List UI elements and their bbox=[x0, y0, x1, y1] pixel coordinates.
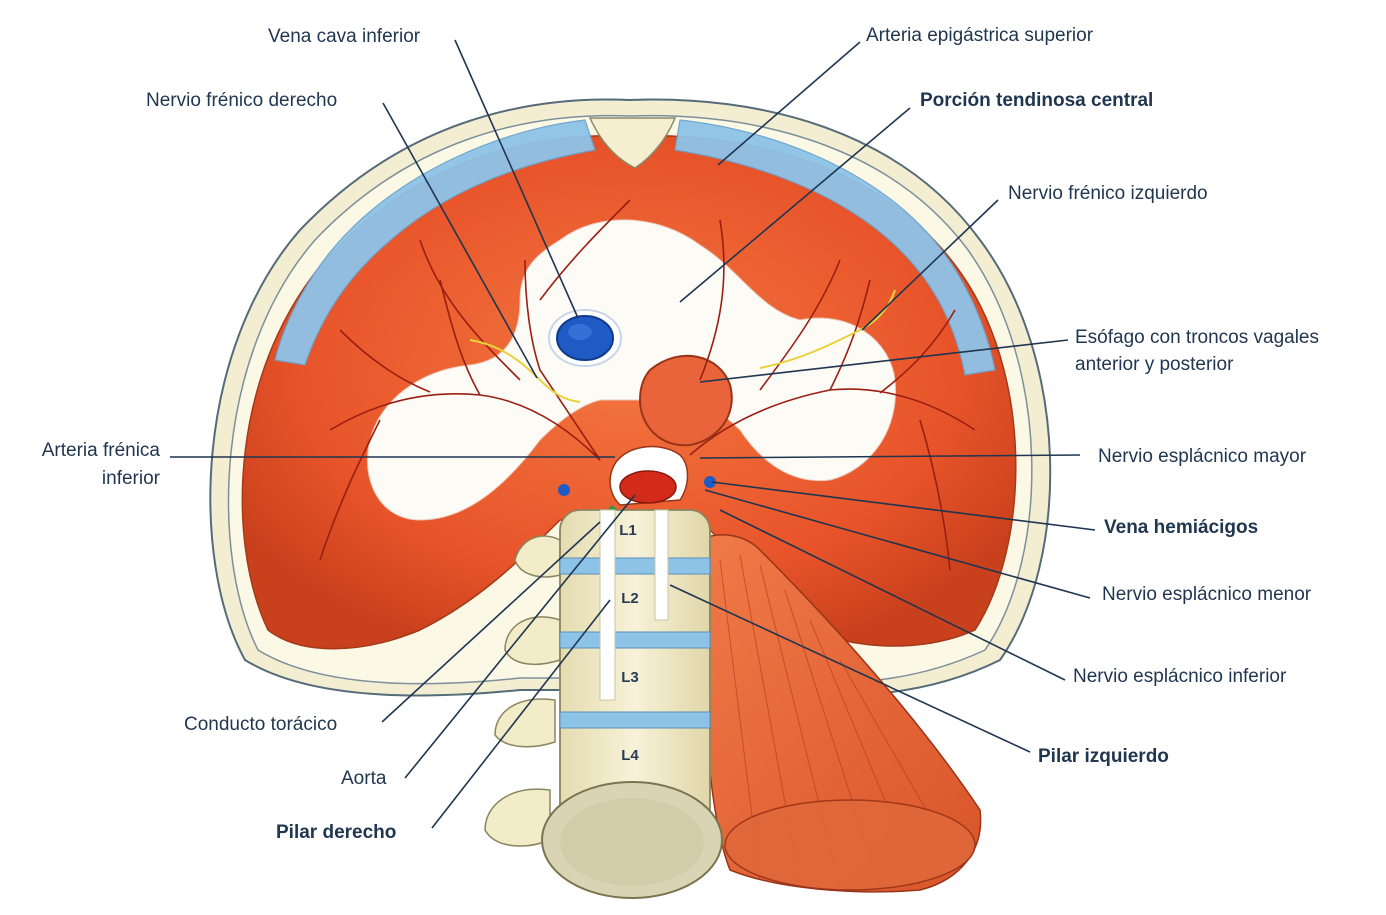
esophagus bbox=[638, 354, 733, 447]
xiphoid-process bbox=[588, 117, 677, 169]
phrenic-arteries bbox=[319, 199, 976, 571]
vertebral-body-core bbox=[560, 798, 704, 886]
label-arteria-frenica-line1: Arteria frénica bbox=[42, 440, 161, 461]
label-arteria-epigastrica-superior: Arteria epigástrica superior bbox=[866, 25, 1094, 46]
transverse-processes bbox=[484, 535, 561, 847]
label-porcion-tendinosa-central: Porción tendinosa central bbox=[920, 90, 1153, 111]
vertebra-label-l2: L2 bbox=[621, 590, 639, 607]
vena-cava-highlight bbox=[568, 324, 592, 340]
label-nervio-esplacnico-mayor: Nervio esplácnico mayor bbox=[1098, 446, 1307, 467]
label-pilar-izquierdo: Pilar izquierdo bbox=[1038, 746, 1169, 767]
label-vena-hemiacigos: Vena hemiácigos bbox=[1104, 517, 1258, 538]
vertebra-label-l1: L1 bbox=[619, 522, 637, 539]
leader-lines bbox=[170, 39, 1096, 829]
hemiazygos-dot bbox=[704, 476, 716, 488]
psoas-muscle-left bbox=[699, 534, 982, 893]
label-aorta: Aorta bbox=[341, 768, 387, 789]
label-nervio-esplacnico-inferior: Nervio esplácnico inferior bbox=[1073, 666, 1287, 687]
aorta-vessel bbox=[619, 470, 677, 504]
label-arteria-frenica-line2: inferior bbox=[102, 468, 161, 489]
label-nervio-frenico-izquierdo: Nervio frénico izquierdo bbox=[1008, 183, 1208, 204]
label-pilar-derecho: Pilar derecho bbox=[276, 822, 396, 843]
vertebra-label-l4: L4 bbox=[621, 747, 639, 764]
vertebra-label-l3: L3 bbox=[621, 669, 639, 686]
label-nervio-esplacnico-menor: Nervio esplácnico menor bbox=[1102, 584, 1312, 605]
label-conducto-toracico: Conducto torácico bbox=[184, 714, 337, 735]
intervertebral-discs bbox=[559, 557, 711, 729]
label-nervio-frenico-derecho: Nervio frénico derecho bbox=[146, 90, 337, 111]
splanchnic-right-dot bbox=[558, 484, 570, 496]
label-vena-cava-inferior: Vena cava inferior bbox=[268, 26, 421, 47]
left-crus bbox=[654, 509, 669, 621]
label-esofago-line1: Esófago con troncos vagales bbox=[1075, 327, 1319, 348]
right-crus bbox=[599, 509, 616, 701]
label-esofago-line2: anterior y posterior bbox=[1075, 354, 1234, 375]
costal-cartilage-right bbox=[274, 119, 596, 366]
psoas-cut-surface bbox=[724, 799, 976, 891]
